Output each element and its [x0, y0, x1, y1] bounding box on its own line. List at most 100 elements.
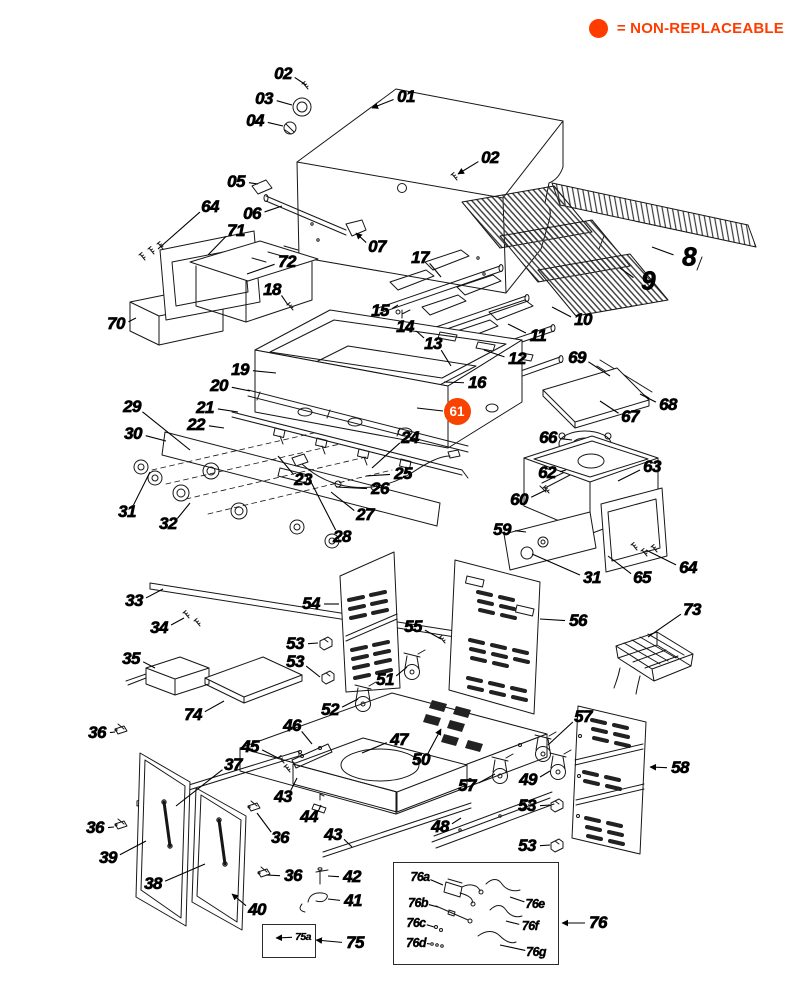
leader-line-15: [392, 304, 399, 309]
leader-line-57: [478, 773, 496, 784]
part-label-18: 18: [263, 280, 282, 300]
leader-line-35: [142, 661, 156, 669]
part-label-43: 43: [324, 825, 343, 845]
leader-line-22: [208, 425, 225, 429]
heat-plates-drawing: [389, 249, 534, 341]
part-label-40: 40: [248, 900, 267, 920]
part-label-75: 75: [346, 933, 365, 953]
leader-line-06: [264, 205, 283, 213]
leader-line-03: [276, 100, 293, 106]
leader-line-75: [315, 937, 343, 944]
leader-line-07: [355, 232, 367, 243]
part-label-28: 28: [333, 527, 352, 547]
leader-line-75a: [275, 934, 293, 942]
leader-line-47: [361, 742, 387, 754]
part-label-03: 03: [255, 89, 274, 109]
leader-line-58: [649, 763, 668, 771]
badge-leader-line: [416, 407, 444, 412]
part-label-53: 53: [286, 634, 305, 654]
leader-line-44: [317, 804, 322, 812]
side-burner-drawing: [503, 359, 668, 573]
part-label-33: 33: [125, 591, 144, 611]
part-label-02: 02: [274, 64, 293, 84]
leader-line-04: [267, 121, 284, 127]
part-label-16: 16: [468, 373, 487, 393]
part-label-02: 02: [481, 148, 500, 168]
leader-line-34: [170, 617, 185, 626]
leader-line-02: [294, 76, 307, 86]
part-label-55: 55: [404, 617, 423, 637]
leader-line-63: [617, 469, 641, 482]
leader-line-41: [327, 898, 341, 901]
part-label-05: 05: [227, 172, 246, 192]
part-label-52: 52: [321, 700, 340, 720]
ignition-kit-drawing: [430, 878, 523, 948]
part-label-76d: 76d: [406, 936, 427, 950]
part-label-58: 58: [671, 758, 690, 778]
leader-line-66: [560, 438, 573, 441]
part-label-53: 53: [518, 836, 537, 856]
part-label-47: 47: [390, 730, 409, 750]
part-label-32: 32: [159, 514, 178, 534]
leader-line-76b: [428, 904, 439, 908]
part-label-60: 60: [510, 490, 529, 510]
part-label-43: 43: [274, 787, 293, 807]
part-label-59: 59: [493, 520, 512, 540]
leader-line-76e: [509, 896, 525, 903]
part-label-23: 23: [294, 470, 313, 490]
part-label-50: 50: [412, 750, 431, 770]
leader-line-48: [451, 817, 462, 825]
leader-line-68: [639, 393, 657, 403]
leader-line-76c: [426, 924, 435, 928]
leader-line-72: [246, 263, 275, 275]
non-replaceable-dot-icon: [588, 19, 608, 38]
part-label-70: 70: [107, 314, 126, 334]
leader-line-50: [427, 728, 442, 754]
leader-line-76a: [430, 879, 444, 886]
leader-line-20: [231, 386, 251, 392]
leader-line-31: [531, 553, 581, 576]
leader-line-16: [443, 381, 465, 384]
part-label-8: 8: [682, 241, 697, 272]
part-label-26: 26: [371, 479, 390, 499]
part-label-30: 30: [124, 424, 143, 444]
leader-line-45: [261, 749, 279, 759]
leader-line-64: [645, 549, 677, 566]
part-label-76g: 76g: [526, 945, 547, 959]
leader-line-59: [514, 530, 527, 533]
leader-line-37: [175, 769, 223, 807]
leader-line-11: [507, 323, 527, 334]
part-label-07: 07: [368, 237, 387, 257]
leader-line-49: [539, 770, 551, 778]
leader-line-12: [483, 349, 505, 358]
leader-line-53: [305, 665, 321, 678]
part-label-21: 21: [196, 398, 215, 418]
leader-line-05: [248, 182, 259, 185]
part-label-13: 13: [424, 334, 443, 354]
part-label-49: 49: [519, 770, 538, 790]
part-label-27: 27: [356, 505, 375, 525]
part-label-69: 69: [568, 348, 587, 368]
part-label-01: 01: [397, 87, 416, 107]
part-label-15: 15: [371, 301, 390, 321]
leader-line-30: [145, 435, 167, 442]
part-label-71: 71: [227, 221, 246, 241]
part-label-42: 42: [343, 867, 362, 887]
leader-line-51: [395, 666, 408, 677]
accessories-drawing: [125, 230, 694, 704]
leader-line-19: [252, 370, 277, 374]
part-label-62: 62: [538, 463, 557, 483]
part-label-65: 65: [633, 568, 652, 588]
part-label-14: 14: [396, 317, 415, 337]
part-label-17: 17: [411, 248, 430, 268]
part-label-24: 24: [401, 428, 420, 448]
leader-line-56: [539, 618, 566, 622]
leader-line-52: [341, 698, 359, 708]
leader-line-9: [619, 267, 634, 279]
part-label-73: 73: [683, 600, 702, 620]
part-label-22: 22: [187, 415, 206, 435]
part-label-53: 53: [518, 796, 537, 816]
